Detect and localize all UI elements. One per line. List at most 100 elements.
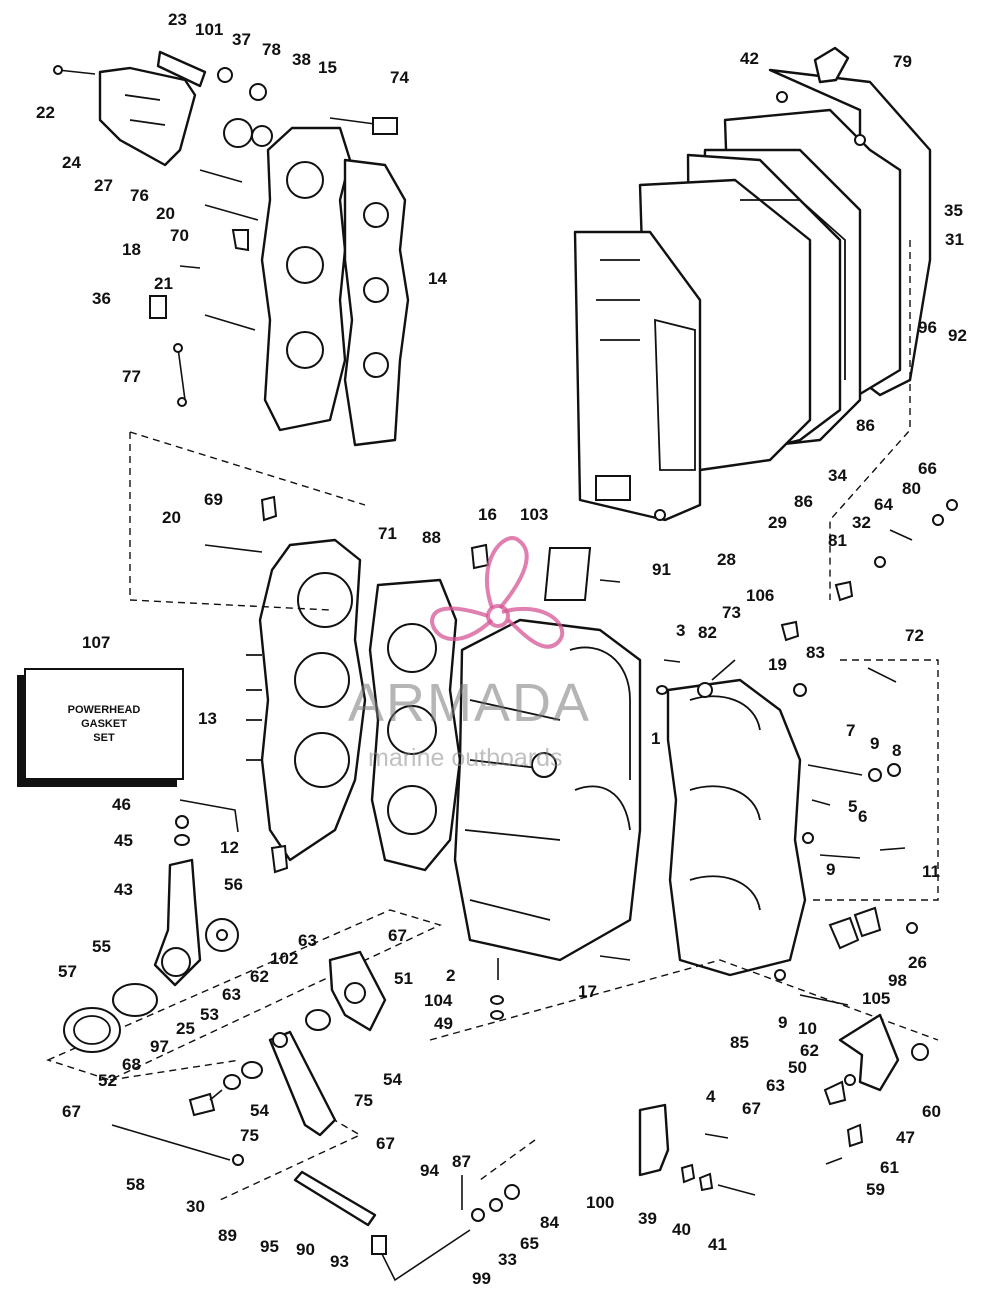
callout-5: 5 [848,797,857,816]
callout-82: 82 [698,623,717,642]
callout-46: 46 [112,795,131,814]
kit-callout-number: 107 [82,633,111,652]
callout-97: 97 [150,1037,169,1056]
callout-74: 74 [390,68,409,87]
exhaust-cover-assembly [573,46,932,522]
callout-23: 23 [168,10,187,29]
callout-105: 105 [862,989,890,1008]
callout-6: 6 [858,807,867,826]
callout-8: 8 [892,741,901,760]
kit-box-line-1: POWERHEAD [67,704,141,716]
callout-67: 67 [376,1134,395,1153]
callout-83: 83 [806,643,825,662]
callout-67: 67 [62,1102,81,1121]
callout-102: 102 [270,949,298,968]
callout-94: 94 [420,1161,439,1180]
callout-73: 73 [722,603,741,622]
callout-9: 9 [826,860,835,879]
callout-28: 28 [717,550,736,569]
callout-70: 70 [170,226,189,245]
callout-9: 9 [778,1013,787,1032]
callout-31: 31 [945,230,964,249]
powerhead-gasket-set-box: POWERHEAD GASKET SET [24,668,184,780]
callout-78: 78 [262,40,281,59]
callout-15: 15 [318,58,337,77]
watermark-subtitle: marine outboards [368,744,563,772]
callout-20: 20 [162,508,181,527]
callout-75: 75 [240,1126,259,1145]
callout-85: 85 [730,1033,749,1052]
callout-13: 13 [198,709,217,728]
callout-4: 4 [706,1087,716,1106]
callout-58: 58 [126,1175,145,1194]
callout-34: 34 [828,466,847,485]
callout-36: 36 [92,289,111,308]
callout-14: 14 [428,269,447,288]
callout-10: 10 [798,1019,817,1038]
callout-49: 49 [434,1014,453,1033]
callout-80: 80 [902,479,921,498]
callout-54: 54 [250,1101,269,1120]
callout-47: 47 [896,1128,915,1147]
callout-90: 90 [296,1240,315,1259]
cylinder-head-assembly [53,50,410,447]
callout-3: 3 [676,621,685,640]
callout-12: 12 [220,838,239,857]
callout-52: 52 [98,1071,117,1090]
callout-22: 22 [36,103,55,122]
callout-62: 62 [800,1041,819,1060]
callout-79: 79 [893,52,912,71]
callout-86: 86 [856,416,875,435]
callout-76: 76 [130,186,149,205]
linkage-assembly [63,495,958,1282]
callout-66: 66 [918,459,937,478]
reference-lines [46,240,939,1201]
callout-56: 56 [224,875,243,894]
callout-41: 41 [708,1235,727,1254]
callout-51: 51 [394,969,413,988]
callout-53: 53 [200,1005,219,1024]
callout-75: 75 [354,1091,373,1110]
callout-30: 30 [186,1197,205,1216]
callout-100: 100 [586,1193,614,1212]
callout-62: 62 [250,967,269,986]
callout-54: 54 [383,1070,402,1089]
callout-84: 84 [540,1213,559,1232]
callout-65: 65 [520,1234,539,1253]
callout-9: 9 [870,734,879,753]
callout-57: 57 [58,962,77,981]
callout-63: 63 [222,985,241,1004]
callout-7: 7 [846,721,855,740]
callout-101: 101 [195,20,223,39]
callout-89: 89 [218,1226,237,1245]
callout-86: 86 [794,492,813,511]
callout-71: 71 [378,524,397,543]
callout-60: 60 [922,1102,941,1121]
callout-67: 67 [742,1099,761,1118]
crankcase-block [246,538,807,977]
kit-box-line-3: SET [93,732,115,744]
callout-87: 87 [452,1152,471,1171]
callout-35: 35 [944,201,963,220]
callout-27: 27 [94,176,113,195]
callout-39: 39 [638,1209,657,1228]
callout-38: 38 [292,50,311,69]
callout-2: 2 [446,966,455,985]
callout-104: 104 [424,991,453,1010]
callout-17: 17 [578,982,597,1001]
callout-64: 64 [874,495,893,514]
callout-40: 40 [672,1220,691,1239]
watermark-brand: ARMADA [348,673,592,733]
callout-98: 98 [888,971,907,990]
callout-32: 32 [852,513,871,532]
callout-24: 24 [62,153,81,172]
kit-box-line-2: GASKET [81,718,127,730]
callout-50: 50 [788,1058,807,1077]
callout-43: 43 [114,880,133,899]
callout-19: 19 [768,655,787,674]
callout-69: 69 [204,490,223,509]
callout-99: 99 [472,1269,491,1288]
callout-26: 26 [908,953,927,972]
